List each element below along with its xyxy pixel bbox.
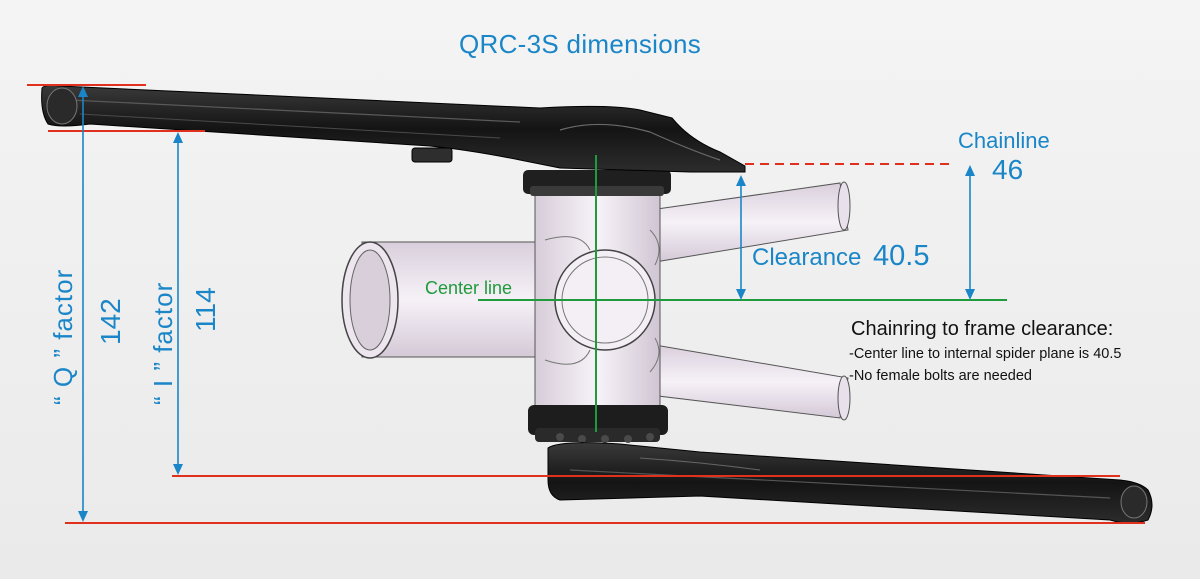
- chainline-arrow: [965, 165, 975, 300]
- i-factor-label: “ I ” factor: [148, 281, 178, 405]
- clearance-note-line: -No female bolts are needed: [849, 368, 1032, 384]
- clearance-note-line: -Center line to internal spider plane is…: [849, 346, 1122, 362]
- i-factor-arrow: [173, 132, 183, 475]
- clearance-note-heading: Chainring to frame clearance:: [851, 318, 1114, 340]
- seat-tube: [341, 241, 561, 359]
- chainline-value: 46: [992, 154, 1024, 185]
- clearance-arrow: [736, 175, 746, 300]
- diagram-title: QRC-3S dimensions: [459, 29, 702, 59]
- clearance-label: Clearance: [752, 244, 862, 271]
- q-factor-label: “ Q ” factor: [48, 268, 78, 405]
- center-line-label: Center line: [425, 278, 513, 298]
- chain-stay-upper: [649, 181, 851, 263]
- reference-lines: [27, 84, 1145, 524]
- center-lines: [478, 155, 1007, 432]
- clearance-value: 40.5: [873, 240, 930, 272]
- dimension-arrows: [78, 86, 975, 522]
- q-factor-arrow: [78, 86, 88, 522]
- crank-arm-upper: [41, 84, 746, 173]
- crank-arm-lower: [547, 442, 1153, 524]
- i-factor-value: 114: [190, 287, 221, 332]
- bearing-cup-lower: [528, 405, 668, 443]
- chainline-label: Chainline: [958, 128, 1050, 153]
- chain-stay-lower: [649, 344, 851, 421]
- q-factor-value: 142: [95, 298, 126, 345]
